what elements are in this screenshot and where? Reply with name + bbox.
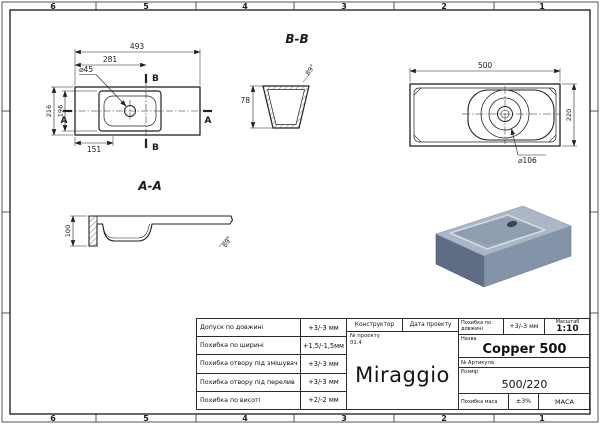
- ruler-top-5: 5: [143, 2, 149, 11]
- size-value: 500/220: [501, 378, 548, 391]
- brand-logo: Miraggio: [355, 363, 450, 387]
- project-number-value: 01.4: [350, 339, 362, 346]
- tolerance-row: Похибка отвору під змішувач +3/-3 мм: [197, 355, 346, 374]
- title-block-right: Похибка по довжині +3/-3 мм Масштаб 1:10…: [459, 319, 590, 409]
- tolerance-label: Похибка по ширині: [197, 337, 301, 355]
- constructor-label: Конструктор: [347, 319, 403, 331]
- view-plan-texts: 500 220 ⌀106: [478, 61, 573, 165]
- title-block-middle: Конструктор Дата проекту № проекту 01.4 …: [347, 319, 459, 409]
- tolerance-value: +3/-3 мм: [308, 378, 339, 387]
- product-name: Copper 500: [482, 342, 567, 357]
- product-name-cell: Назва Copper 500: [459, 335, 590, 358]
- view-top: [51, 49, 212, 148]
- view-plan: [409, 68, 577, 156]
- section-bb-title: B-B: [285, 32, 308, 46]
- article-label: № Артикула: [459, 358, 590, 368]
- view-top-texts: 493 281 ⌀45 216 196 151 B B A A: [45, 42, 212, 154]
- tolerance-row: Допуск по довжині +3/-3 мм: [197, 319, 346, 338]
- ruler-top-6: 6: [50, 2, 56, 11]
- ruler-bottom-1: 1: [539, 414, 545, 423]
- tolerance-table: Допуск по довжині +3/-3 мм Похибка по ши…: [197, 319, 347, 410]
- section-label-b-top: B: [152, 74, 159, 84]
- section-label-a-left: A: [61, 116, 68, 126]
- dim-216: 216: [45, 105, 53, 117]
- section-aa-title: A-A: [137, 179, 162, 193]
- length-error-label: Похибка по довжині: [459, 319, 504, 334]
- ruler-bottom-6: 6: [50, 414, 56, 423]
- ruler-bottom-3: 3: [341, 414, 347, 423]
- scale-label: Масштаб: [555, 319, 580, 325]
- title-block: Допуск по довжині +3/-3 мм Похибка по ши…: [196, 318, 590, 410]
- tolerance-row: Похибка по висоті +2/-2 мм: [197, 391, 346, 410]
- ruler-top-2: 2: [441, 2, 447, 11]
- ruler-numbers-bottom: 6 5 4 3 2 1: [50, 414, 545, 423]
- tolerance-label: Допуск по довжині: [197, 319, 301, 337]
- dim-196: 196: [57, 105, 65, 117]
- project-date-label: Дата проекту: [409, 322, 452, 328]
- scale-cell: Масштаб 1:10: [544, 319, 590, 334]
- length-error-value: +3/-3 мм: [509, 323, 539, 330]
- tolerance-value: +3/-3 мм: [308, 360, 339, 368]
- tolerance-value: +1,5/-1,5мм: [302, 341, 345, 350]
- tolerance-value: +3/-3 мм: [308, 323, 339, 332]
- view-section-bb: B-B 78 89°: [240, 32, 317, 129]
- dimension-lines: [51, 49, 201, 146]
- view-section-aa: A-A 100 89°: [64, 179, 234, 249]
- project-number-label: № проекту: [350, 333, 380, 339]
- ruler-top-4: 4: [242, 2, 248, 11]
- dim-d45: ⌀45: [79, 65, 93, 74]
- ruler-top-1: 1: [539, 2, 545, 11]
- centerlines: [462, 86, 560, 144]
- ruler-top-3: 3: [341, 2, 347, 11]
- angle-89-aa: 89°: [221, 235, 234, 249]
- tolerance-label: Похибка по висоті: [197, 391, 301, 410]
- centerlines: [66, 79, 209, 143]
- scale-value: 1:10: [556, 324, 579, 334]
- ruler-numbers-top: 6 5 4 3 2 1: [50, 2, 545, 11]
- size-label: Розмір: [461, 369, 479, 375]
- mass-row: Похибка маса ±3% МАСА: [459, 394, 590, 409]
- dim-493: 493: [130, 42, 145, 51]
- section-label-a-right: A: [205, 116, 212, 126]
- render-faucet-hole: [506, 220, 518, 228]
- mass-error-label: Похибка маса: [459, 394, 509, 409]
- ruler-bottom-2: 2: [441, 414, 447, 423]
- tolerance-label: Похибка отвору під змішувач: [197, 355, 301, 373]
- ruler-bottom-5: 5: [143, 414, 149, 423]
- dim-220: 220: [565, 109, 573, 121]
- dimension-lines: [409, 68, 577, 156]
- dim-78: 78: [240, 96, 250, 105]
- tolerance-row: Похибка по ширині +1,5/-1,5мм: [197, 337, 346, 356]
- dim-100: 100: [64, 225, 72, 237]
- section-label-b-bottom: B: [152, 143, 159, 153]
- ruler-bottom-4: 4: [242, 414, 248, 423]
- dim-500: 500: [478, 61, 493, 70]
- dim-281: 281: [103, 55, 118, 64]
- tolerance-row: Похибка отвору під перелив +3/-3 мм: [197, 373, 346, 392]
- render-basin-bottom: [455, 218, 540, 245]
- tolerance-value: +2/-2 мм: [308, 396, 339, 405]
- mass-error-value: ±3%: [509, 394, 539, 409]
- corner-fillets: [413, 87, 557, 143]
- angle-89-bb: 89°: [304, 63, 317, 77]
- size-cell: Розмір 500/220: [459, 368, 590, 394]
- render-3d: [435, 205, 572, 288]
- basin-outline: [467, 89, 555, 141]
- dim-d106: ⌀106: [518, 156, 537, 165]
- name-label: Назва: [461, 336, 477, 342]
- mass-label: МАСА: [554, 397, 575, 406]
- tolerance-label: Похибка отвору під перелив: [197, 373, 301, 391]
- dim-151: 151: [87, 145, 102, 154]
